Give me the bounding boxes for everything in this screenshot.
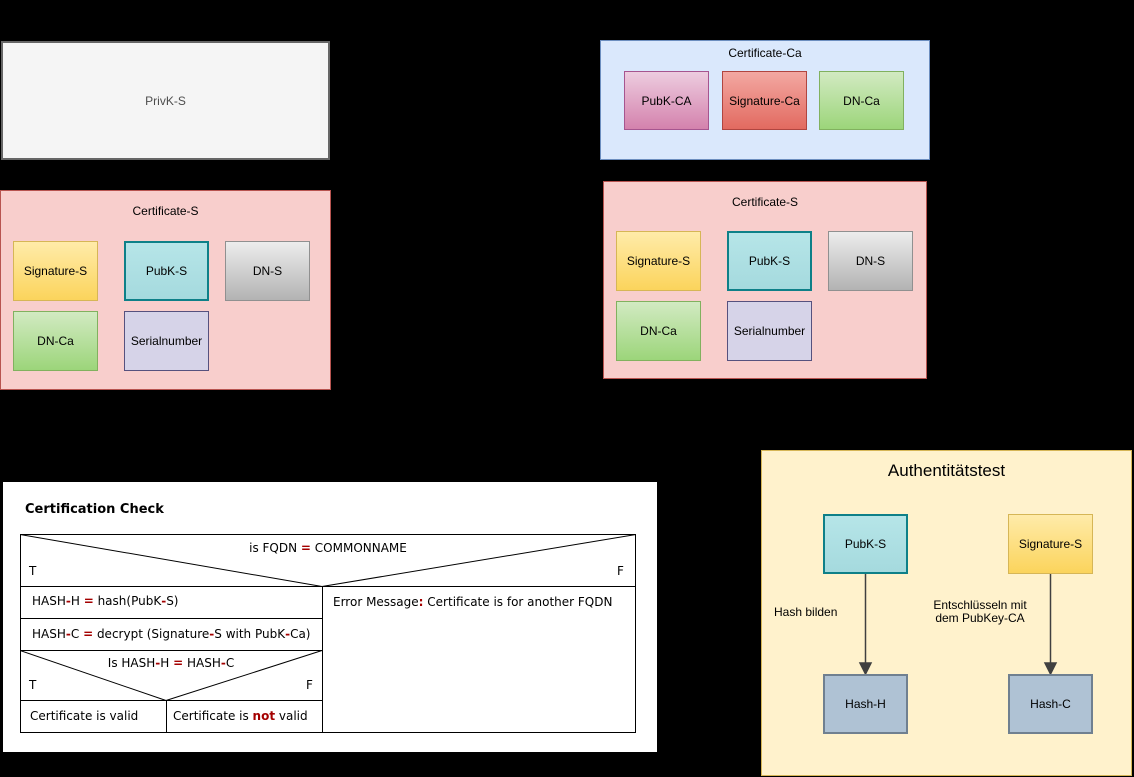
signature-s-box: Signature-S — [1008, 514, 1093, 574]
result-invalid-cell: Certificate is not valid — [173, 709, 308, 723]
serialnumber-label: Serialnumber — [733, 324, 806, 338]
signature-s-box: Signature-S — [13, 241, 98, 301]
serialnumber-box: Serialnumber — [124, 311, 209, 371]
pubk-s-label: PubK-S — [844, 537, 887, 551]
pubk-s-label: PubK-S — [748, 254, 791, 268]
authenticity-test-panel: Authentitätstest PubK-S Signature-S Hash… — [761, 450, 1132, 776]
dn-ca-label: DN-Ca — [843, 93, 880, 108]
dn-ca-label: DN-Ca — [640, 324, 677, 338]
nassi-diagram-lines — [20, 534, 636, 733]
hash-c-box: Hash-C — [1008, 674, 1093, 734]
dn-s-box: DN-S — [225, 241, 310, 301]
dn-s-box: DN-S — [828, 231, 913, 291]
dn-s-label: DN-S — [252, 264, 283, 278]
pubk-s-box: PubK-S — [727, 231, 812, 291]
pubk-s-box: PubK-S — [124, 241, 209, 301]
authenticity-test-title: Authentitätstest — [887, 461, 1006, 480]
hash-arrow-label: Hash bilden — [774, 605, 838, 619]
decision1-diagonal-right — [321, 534, 636, 587]
certificate-s-right-title: Certificate-S — [731, 195, 799, 209]
decision-fqdn-false-label: F — [617, 564, 624, 578]
certificate-s-left-box: Certificate-S Signature-S PubK-S DN-S DN… — [0, 190, 331, 390]
dn-ca-box: DN-Ca — [13, 311, 98, 371]
decision2-diagonal-left — [20, 650, 167, 701]
dn-ca-box: DN-Ca — [819, 71, 904, 130]
pubk-ca-label: PubK-CA — [641, 93, 692, 108]
serialnumber-box: Serialnumber — [727, 301, 812, 361]
dn-ca-box: DN-Ca — [616, 301, 701, 361]
decrypt-arrow-label-line2: dem PubKey-CA — [935, 611, 1025, 625]
signature-ca-box: Signature-Ca — [722, 71, 807, 130]
signature-s-label: Signature-S — [23, 264, 88, 278]
certificate-s-left-title: Certificate-S — [132, 204, 199, 218]
authenticity-arrows — [858, 574, 1058, 676]
hash-h-box: Hash-H — [823, 674, 908, 734]
nassi-shneiderman-diagram: is FQDN = COMMONNAME T F HASH-H = hash(P… — [20, 534, 636, 733]
certification-check-title: Certification Check — [25, 502, 164, 517]
certification-check-panel: Certification Check is FQDN = COMMONNAME… — [3, 482, 657, 752]
signature-s-label: Signature-S — [626, 254, 691, 268]
result-valid-cell: Certificate is valid — [30, 709, 139, 723]
certificate-s-right-box: Certificate-S Signature-S PubK-S DN-S DN… — [603, 181, 927, 379]
hash-h-label: Hash-H — [845, 697, 886, 711]
pubk-s-label: PubK-S — [145, 264, 188, 278]
pubk-s-box: PubK-S — [823, 514, 908, 574]
certificate-ca-box: Certificate-Ca PubK-CA Signature-Ca DN-C… — [600, 40, 930, 160]
pubk-ca-box: PubK-CA — [624, 71, 709, 130]
privk-s-box: PrivK-S — [1, 41, 330, 160]
hash-arrow-head — [858, 662, 873, 676]
nassi-outer-border — [20, 534, 636, 733]
decision2-diagonal-right — [165, 650, 323, 701]
serialnumber-label: Serialnumber — [130, 334, 203, 348]
decision-hash-false-label: F — [306, 678, 313, 692]
signature-s-box: Signature-S — [616, 231, 701, 291]
dn-ca-label: DN-Ca — [37, 334, 74, 348]
error-branch-text: Error Message: Certificate is for anothe… — [333, 595, 613, 609]
step-hash-h: HASH-H = hash(PubK-S) — [32, 594, 179, 608]
step-hash-c: HASH-C = decrypt (Signature-S with PubK-… — [32, 627, 311, 641]
hash-c-label: Hash-C — [1030, 697, 1071, 711]
decision1-diagonal-left — [20, 534, 323, 587]
decision-fqdn-true-label: T — [29, 564, 37, 578]
certificate-ca-title: Certificate-Ca — [728, 46, 802, 60]
decrypt-arrow-label: Entschlüsseln mit dem PubKey-CA — [917, 599, 1043, 625]
decision-fqdn-condition: is FQDN = COMMONNAME — [249, 541, 407, 555]
decrypt-arrow-label-line1: Entschlüsseln mit — [933, 598, 1027, 612]
decision-hash-true-label: T — [29, 678, 37, 692]
dn-s-label: DN-S — [855, 254, 886, 268]
decrypt-arrow-head — [1043, 662, 1058, 676]
privk-s-label: PrivK-S — [145, 93, 186, 108]
signature-s-label: Signature-S — [1018, 537, 1083, 551]
signature-ca-label: Signature-Ca — [729, 93, 800, 108]
decision-hash-condition: Is HASH-H = HASH-C — [107, 656, 235, 670]
